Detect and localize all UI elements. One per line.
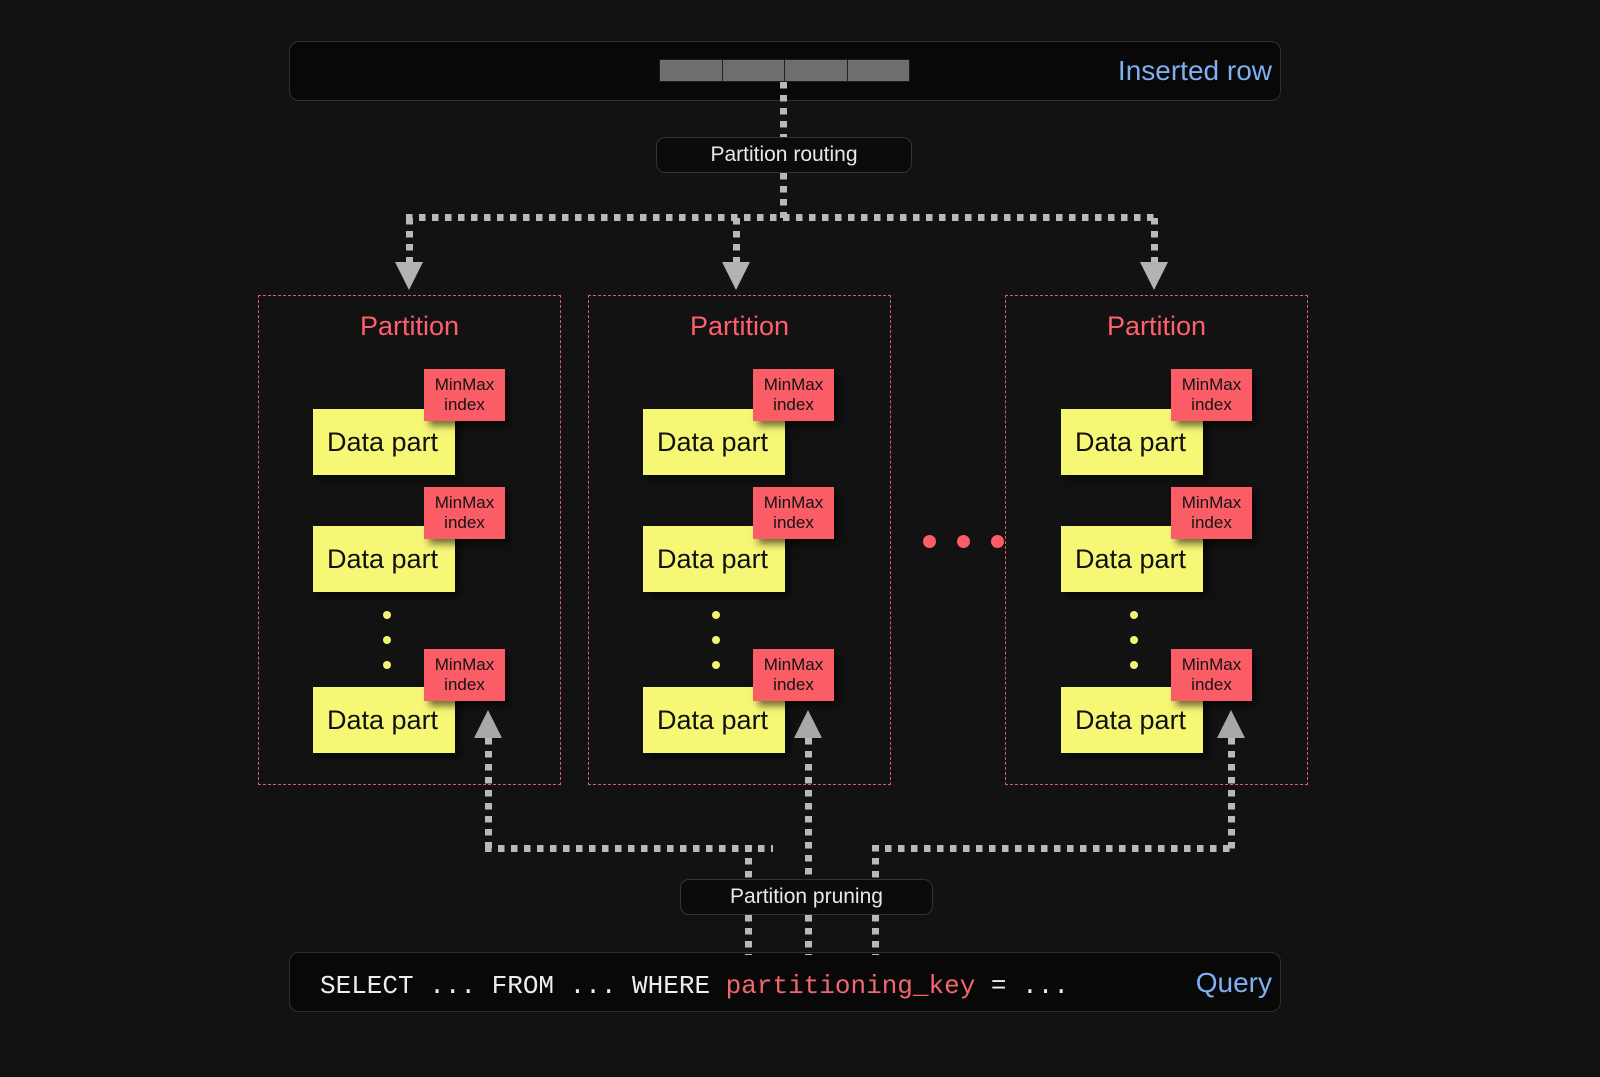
connector-pruning-to-query-center bbox=[805, 915, 812, 955]
minmax-index-label: MinMax index bbox=[763, 492, 824, 532]
arrow-up-partition-3 bbox=[1217, 710, 1245, 738]
connector-bus-to-partition-3 bbox=[1151, 218, 1158, 266]
query-prefix: SELECT ... FROM ... WHERE bbox=[320, 971, 726, 1001]
minmax-index-label: MinMax index bbox=[763, 374, 824, 414]
row-cell bbox=[660, 60, 723, 81]
arrow-down-partition-3 bbox=[1140, 262, 1168, 290]
connector-bus-to-partition-2 bbox=[733, 218, 740, 266]
minmax-index-box: MinMax index bbox=[1171, 487, 1252, 539]
minmax-index-label: MinMax index bbox=[434, 492, 495, 532]
minmax-index-box: MinMax index bbox=[424, 487, 505, 539]
data-part-ellipsis bbox=[383, 611, 391, 686]
partition-routing-box: Partition routing bbox=[656, 137, 912, 173]
connector-partition-1-to-merge bbox=[485, 738, 492, 850]
arrow-down-partition-2 bbox=[722, 262, 750, 290]
query-label: Query bbox=[1195, 967, 1272, 998]
minmax-index-box: MinMax index bbox=[424, 369, 505, 421]
minmax-index-box: MinMax index bbox=[753, 369, 834, 421]
minmax-index-label: MinMax index bbox=[763, 654, 824, 694]
inserted-row-label: Inserted row bbox=[1117, 55, 1272, 86]
connector-partition-2-to-pruning bbox=[805, 738, 812, 883]
partition-box-3: Partition bbox=[1005, 295, 1308, 785]
connector-row-to-routing bbox=[780, 82, 787, 140]
merge-bus-right bbox=[885, 845, 1235, 852]
minmax-index-box: MinMax index bbox=[753, 487, 834, 539]
query-partitioning-key: partitioning_key bbox=[725, 971, 976, 1001]
minmax-index-box: MinMax index bbox=[1171, 369, 1252, 421]
minmax-index-label: MinMax index bbox=[1181, 492, 1242, 532]
partition-box-1: Partition bbox=[258, 295, 561, 785]
connector-merge-right-to-pruning bbox=[872, 845, 879, 885]
query-bar bbox=[289, 952, 1281, 1012]
partition-box-2: Partition bbox=[588, 295, 891, 785]
row-cell bbox=[785, 60, 848, 81]
distribution-bus bbox=[406, 214, 1158, 221]
connector-pruning-to-query-left bbox=[745, 915, 752, 955]
arrow-up-partition-2 bbox=[794, 710, 822, 738]
minmax-index-box: MinMax index bbox=[424, 649, 505, 701]
data-part-box: Data part bbox=[1061, 687, 1203, 753]
inserted-row-cells bbox=[659, 59, 910, 82]
minmax-index-box: MinMax index bbox=[753, 649, 834, 701]
arrow-down-partition-1 bbox=[395, 262, 423, 290]
connector-pruning-to-query-right bbox=[872, 915, 879, 955]
connector-partition-3-to-merge bbox=[1228, 738, 1235, 850]
partition-pruning-box: Partition pruning bbox=[680, 879, 933, 915]
partition-title: Partition bbox=[359, 311, 460, 341]
partition-ellipsis bbox=[923, 535, 1004, 548]
query-suffix: = ... bbox=[975, 971, 1069, 1001]
arrow-up-partition-1 bbox=[474, 710, 502, 738]
minmax-index-label: MinMax index bbox=[434, 374, 495, 414]
minmax-index-label: MinMax index bbox=[434, 654, 495, 694]
partition-title: Partition bbox=[1106, 311, 1207, 341]
merge-bus-left bbox=[485, 845, 773, 852]
data-part-ellipsis bbox=[1130, 611, 1138, 686]
connector-routing-to-bus bbox=[780, 173, 787, 218]
row-cell bbox=[847, 60, 909, 81]
minmax-index-label: MinMax index bbox=[1181, 654, 1242, 694]
data-part-box: Data part bbox=[1061, 526, 1203, 592]
connector-bus-to-partition-1 bbox=[406, 218, 413, 266]
connector-merge-left-to-pruning bbox=[745, 845, 752, 885]
minmax-index-label: MinMax index bbox=[1181, 374, 1242, 414]
data-part-box: Data part bbox=[313, 409, 455, 475]
query-text: SELECT ... FROM ... WHERE partitioning_k… bbox=[320, 973, 1069, 999]
row-cell bbox=[722, 60, 785, 81]
partition-title: Partition bbox=[689, 311, 790, 341]
minmax-index-box: MinMax index bbox=[1171, 649, 1252, 701]
data-part-ellipsis bbox=[712, 611, 720, 686]
